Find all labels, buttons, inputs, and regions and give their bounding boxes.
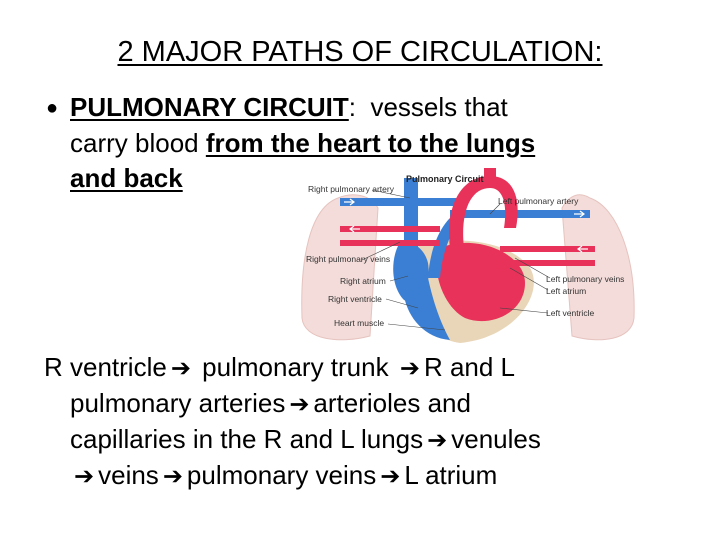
bullet-line-2: carry blood from the heart to the lungs <box>46 126 666 161</box>
pathway-step: pulmonary veins <box>186 460 377 490</box>
right-pulmonary-artery-shape <box>340 198 460 206</box>
label-right-pulmonary-artery: Right pulmonary artery <box>308 184 395 194</box>
flow-arrow-left-lung-1 <box>574 210 585 218</box>
pulmonary-pathway-text: R ventricle➔ pulmonary trunk ➔R and L pu… <box>44 350 694 494</box>
pathway-line-1: R ventricle➔ pulmonary trunk ➔R and L <box>44 350 694 386</box>
bullet-line-3: and back <box>46 161 666 196</box>
label-left-ventricle: Left ventricle <box>546 308 594 318</box>
bullet-text-2: carry blood <box>70 128 206 158</box>
left-lung-shape <box>561 194 635 341</box>
bullet-emphasis-1: from the heart to the lungs <box>205 128 536 158</box>
bullet-text-1: vessels that <box>356 92 508 122</box>
aorta-shape <box>449 176 518 248</box>
label-right-pulmonary-veins: Right pulmonary veins <box>306 254 390 264</box>
pathway-line-3: capillaries in the R and L lungs➔venules <box>44 422 694 458</box>
label-left-pulmonary-veins: Left pulmonary veins <box>546 274 624 284</box>
arrow-icon: ➔ <box>399 355 420 382</box>
pathway-step: veins <box>98 460 159 490</box>
pulmonary-trunk-shape <box>428 218 462 278</box>
label-heart-muscle: Heart muscle <box>334 318 384 328</box>
flow-arrow-left-lung-2 <box>577 245 588 253</box>
right-pulmonary-vein-lower-shape <box>340 240 440 246</box>
pathway-step: capillaries in the R and L lungs <box>70 424 424 454</box>
bullet-emphasis-2: and back <box>70 163 183 193</box>
arrow-icon: ➔ <box>380 463 401 490</box>
arrow-icon: ➔ <box>427 427 448 454</box>
label-right-atrium: Right atrium <box>340 276 386 286</box>
left-pulmonary-vein-lower-shape <box>505 260 595 266</box>
arrow-icon: ➔ <box>162 463 183 490</box>
flow-arrow-right-lung-2 <box>349 225 360 233</box>
flow-arrow-right-lung-1 <box>344 198 355 206</box>
term-colon: : <box>348 92 357 122</box>
aorta-top-shape <box>484 168 496 182</box>
pulmonary-circuit-illustration: Pulmonary Circuit Right pulmonary artery… <box>301 168 635 343</box>
label-left-atrium: Left atrium <box>546 286 586 296</box>
leader-lines <box>361 189 551 331</box>
label-right-ventricle: Right ventricle <box>328 294 382 304</box>
right-ventricle-shape <box>404 278 450 340</box>
pulmonary-circuit-diagram: Pulmonary Circuit Right pulmonary artery… <box>300 168 640 346</box>
pathway-step: R ventricle <box>44 352 167 382</box>
pathway-line-4: ➔veins➔pulmonary veins➔L atrium <box>44 458 694 494</box>
right-pulmonary-vein-upper-shape <box>340 226 440 232</box>
left-pulmonary-vein-upper-shape <box>500 246 595 252</box>
bullet-marker: ● <box>46 97 59 119</box>
bullet-line-1: ● PULMONARY CIRCUIT: vessels that <box>46 90 666 126</box>
left-ventricle-shape <box>436 242 525 322</box>
pathway-step: pulmonary trunk <box>202 352 389 382</box>
pathway-step: R and L <box>423 352 516 382</box>
pathway-step: venules <box>451 424 541 454</box>
pathway-step: arterioles and <box>313 388 471 418</box>
bullet-pulmonary-circuit: ● PULMONARY CIRCUIT: vessels that carry b… <box>46 90 666 196</box>
left-pulmonary-artery-shape <box>450 210 590 218</box>
label-left-pulmonary-artery: Left pulmonary artery <box>498 196 579 206</box>
pathway-step: L atrium <box>404 460 498 490</box>
slide-title: 2 MAJOR PATHS OF CIRCULATION: <box>117 36 603 68</box>
arrow-icon: ➔ <box>74 463 95 490</box>
arrow-icon: ➔ <box>289 391 310 418</box>
pathway-line-2: pulmonary arteries➔arterioles and <box>44 386 694 422</box>
diagram-title: Pulmonary Circuit <box>406 174 484 184</box>
arrow-icon: ➔ <box>170 355 191 382</box>
term-pulmonary-circuit: PULMONARY CIRCUIT <box>70 92 349 122</box>
pathway-step: pulmonary arteries <box>70 388 286 418</box>
